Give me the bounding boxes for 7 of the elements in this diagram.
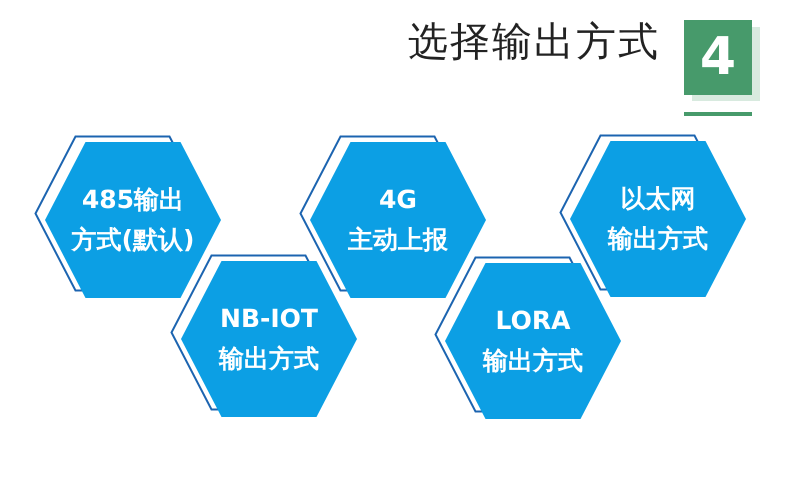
step-number-badge: 4 xyxy=(684,20,752,95)
title: 选择输出方式 xyxy=(408,18,660,67)
hexagon-label: LORA输出方式 xyxy=(483,305,583,377)
hexagon-label: 485输出方式(默认) xyxy=(72,184,194,256)
hexagon-label: NB-IOT输出方式 xyxy=(219,303,319,375)
hexagon-label: 4G主动上报 xyxy=(348,184,448,256)
hexagon-label: 以太网输出方式 xyxy=(608,183,708,255)
